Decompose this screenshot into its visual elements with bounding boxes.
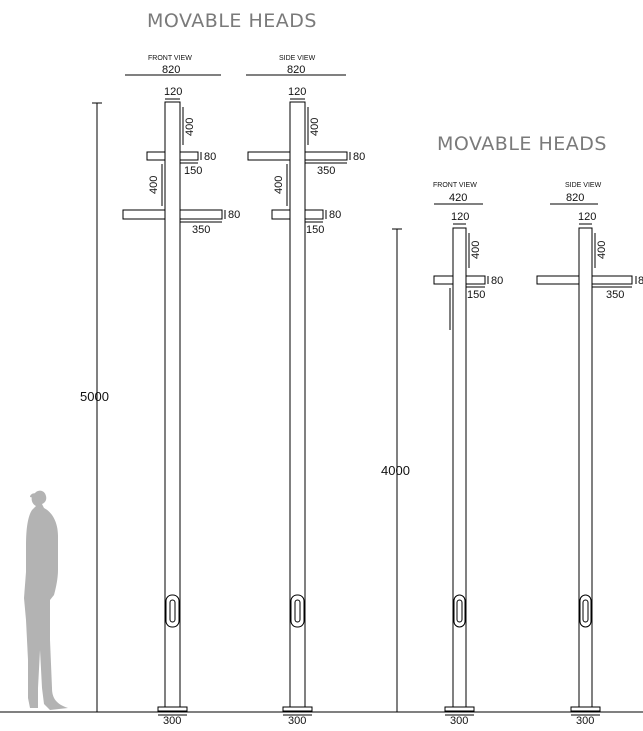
human-silhouette-icon xyxy=(24,490,68,710)
ls-head1-height-label: 80 xyxy=(353,151,365,163)
rs-head-right xyxy=(591,275,633,285)
right-group-title: MOVABLE HEADS xyxy=(437,133,607,155)
ls-access-door-inner xyxy=(294,599,301,623)
rf-pole xyxy=(452,227,467,710)
rf-access-door-inner xyxy=(456,599,463,623)
rf-head-left xyxy=(433,275,454,285)
lf-head2-left xyxy=(122,209,166,220)
lf-lower-dim-label: 400 xyxy=(148,176,160,194)
lf-view-label: FRONT VIEW xyxy=(148,55,192,62)
ls-width-label: 820 xyxy=(287,64,305,76)
rs-width-label: 820 xyxy=(566,192,584,204)
lf-head1-height-label: 80 xyxy=(204,151,216,163)
rf-head-height-label: 80 xyxy=(491,275,503,287)
lf-upper-dim-label: 400 xyxy=(184,118,196,136)
ls-base-plate xyxy=(282,706,313,712)
rs-upper-dim-label: 400 xyxy=(596,241,608,259)
rf-head-length-label: 150 xyxy=(467,289,485,301)
rf-base-label: 300 xyxy=(450,715,468,726)
ls-head2-right xyxy=(304,209,324,220)
lf-head2-length-label: 350 xyxy=(192,224,210,236)
ls-head2-length-label: 150 xyxy=(306,224,324,236)
ls-head1-right xyxy=(304,151,348,161)
rs-view-label: SIDE VIEW xyxy=(565,182,602,189)
rs-base-label: 300 xyxy=(576,715,594,726)
ls-head2-height-label: 80 xyxy=(329,209,341,221)
ls-head2-left xyxy=(271,209,291,220)
lf-head2-height-label: 80 xyxy=(228,209,240,221)
height-4000-label: 4000 xyxy=(381,463,410,478)
lf-base-label: 300 xyxy=(163,715,181,726)
rf-view-label: FRONT VIEW xyxy=(433,182,477,189)
rs-base-plate xyxy=(570,706,601,712)
rs-head-height-label: 8 xyxy=(638,275,643,287)
ls-head1-left xyxy=(247,151,291,161)
ls-head1-length-label: 350 xyxy=(317,165,335,177)
lf-width-label: 820 xyxy=(162,64,180,76)
lf-access-door-inner xyxy=(169,599,176,623)
lf-head1-left xyxy=(146,151,166,161)
ls-base-label: 300 xyxy=(288,715,306,726)
rf-width-label: 420 xyxy=(449,192,467,204)
lf-base-plate xyxy=(157,706,188,712)
ls-view-label: SIDE VIEW xyxy=(279,55,316,62)
lf-head1-length-label: 150 xyxy=(184,165,202,177)
lf-head2-right xyxy=(179,209,223,220)
left-group-title: MOVABLE HEADS xyxy=(147,10,317,32)
lf-top-label: 120 xyxy=(164,86,182,98)
rf-head-right xyxy=(465,275,486,285)
rs-top-label: 120 xyxy=(578,211,596,223)
rs-pole xyxy=(578,227,593,710)
rs-head-length-label: 350 xyxy=(606,289,624,301)
rf-base-plate xyxy=(444,706,475,712)
ls-top-label: 120 xyxy=(288,86,306,98)
ls-upper-dim-label: 400 xyxy=(309,118,321,136)
rf-upper-dim-label: 400 xyxy=(470,241,482,259)
rs-head-left xyxy=(536,275,580,285)
rf-top-label: 120 xyxy=(451,211,469,223)
height-5000-label: 5000 xyxy=(80,389,109,404)
rs-access-door-inner xyxy=(582,599,589,623)
ls-lower-dim-label: 400 xyxy=(273,176,285,194)
lf-head1-right xyxy=(179,151,199,161)
